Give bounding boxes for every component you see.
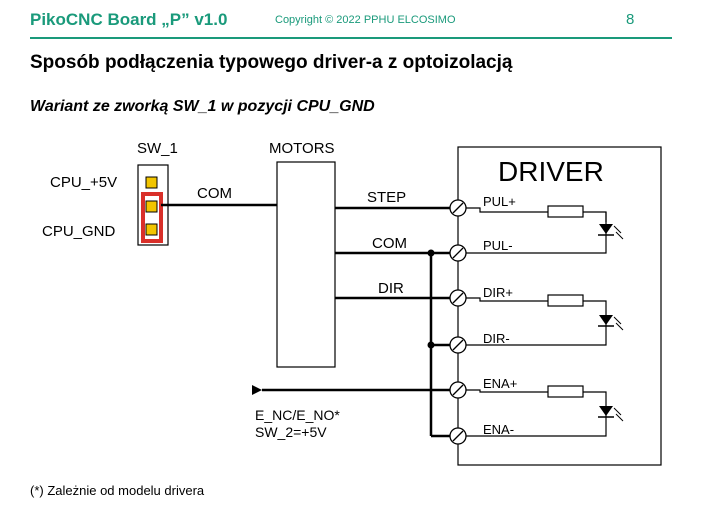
step-label: STEP [367, 189, 406, 206]
terminal-screw-dir-plus [449, 289, 467, 307]
jumper-label: SW_1 [137, 140, 178, 157]
led-icon [599, 406, 613, 416]
resistor-icon [547, 205, 584, 218]
section-subtitle: Wariant ze zworką SW_1 w pozycji CPU_GND [30, 98, 375, 115]
com-label: COM [197, 185, 232, 202]
motors-block [276, 161, 336, 368]
enable-label-1: E_NC/E_NO* [255, 407, 340, 423]
terminal-screw-pul-minus [449, 244, 467, 262]
optocoupler-circuit-dir [466, 294, 624, 346]
com2-label: COM [372, 235, 407, 252]
section-title: Sposób podłączenia typowego driver-a z o… [30, 52, 513, 73]
motors-label: MOTORS [269, 140, 335, 157]
terminal-label-pul-minus: PUL- [483, 238, 513, 253]
header-divider [30, 37, 672, 39]
led-icon [599, 315, 613, 325]
document-title: PikoCNC Board „P” v1.0 [30, 10, 228, 29]
resistor-icon [547, 294, 584, 307]
enable-label-2: SW_2=+5V [255, 424, 327, 440]
junction-dot-1 [427, 249, 435, 257]
terminal-label-ena-minus: ENA- [483, 422, 514, 437]
resistor-icon [547, 385, 584, 398]
terminal-screw-ena-plus [449, 381, 467, 399]
led-icon [599, 224, 613, 234]
terminal-label-ena-plus: ENA+ [483, 376, 517, 391]
optocoupler-circuit-pul [466, 205, 624, 254]
jumper-pin-1 [145, 176, 158, 189]
driver-label: DRIVER [498, 156, 604, 187]
pin-top-label: CPU_+5V [50, 174, 117, 191]
terminal-screw-pul-plus [449, 199, 467, 217]
terminal-label-pul-plus: PUL+ [483, 194, 516, 209]
jumper-cap [141, 192, 163, 243]
jumper-pin-3 [145, 223, 158, 236]
copyright-text: Copyright © 2022 PPHU ELCOSIMO [275, 14, 456, 26]
page-number: 8 [626, 11, 635, 28]
terminal-label-dir-plus: DIR+ [483, 285, 513, 300]
terminal-label-dir-minus: DIR- [483, 331, 510, 346]
footnote: (*) Zależnie od modelu drivera [30, 483, 205, 498]
dir-label: DIR [378, 280, 404, 297]
junction-dot-2 [427, 341, 435, 349]
terminal-screw-ena-minus [449, 427, 467, 445]
page-header: PikoCNC Board „P” v1.0 Copyright © 2022 … [0, 0, 702, 40]
terminal-screw-dir-minus [449, 336, 467, 354]
pin-bottom-label: CPU_GND [42, 223, 116, 240]
optocoupler-circuit-ena [466, 385, 624, 437]
jumper-pin-2 [145, 200, 158, 213]
